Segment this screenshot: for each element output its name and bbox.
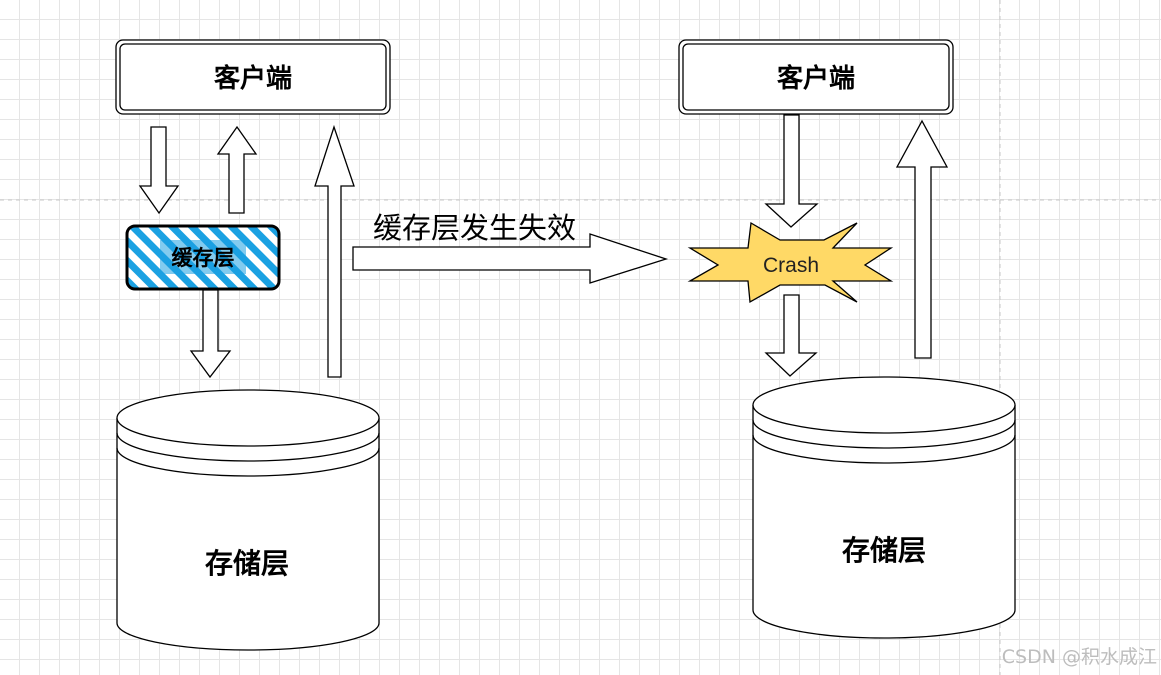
left-client-label: 客户端: [214, 63, 292, 94]
crash-label: Crash: [763, 254, 819, 277]
crash-burst[interactable]: Crash: [687, 221, 894, 304]
arrow-right-storage-to-client: [895, 119, 949, 359]
right-storage-label: 存储层: [842, 534, 926, 567]
arrow-cache-to-client: [216, 125, 258, 214]
arrow-transition: [352, 233, 669, 284]
watermark-text: CSDN @积水成江: [1002, 646, 1157, 668]
arrow-storage-to-client: [314, 124, 355, 378]
arrow-cache-to-storage: [189, 289, 232, 379]
right-client-box[interactable]: 客户端: [678, 39, 954, 115]
arrow-crash-to-storage: [764, 294, 818, 377]
right-storage-cylinder[interactable]: 存储层: [752, 376, 1016, 639]
left-storage-label: 存储层: [205, 547, 289, 580]
failure-label: 缓存层发生失效: [373, 211, 576, 245]
arrow-client-to-crash: [764, 114, 819, 228]
right-client-label: 客户端: [777, 63, 855, 94]
left-client-box[interactable]: 客户端: [115, 39, 391, 115]
left-storage-cylinder[interactable]: 存储层: [116, 389, 380, 651]
left-cache-box[interactable]: 缓存层: [125, 224, 281, 291]
arrow-client-to-cache: [138, 126, 180, 215]
left-cache-label: 缓存层: [172, 246, 235, 270]
